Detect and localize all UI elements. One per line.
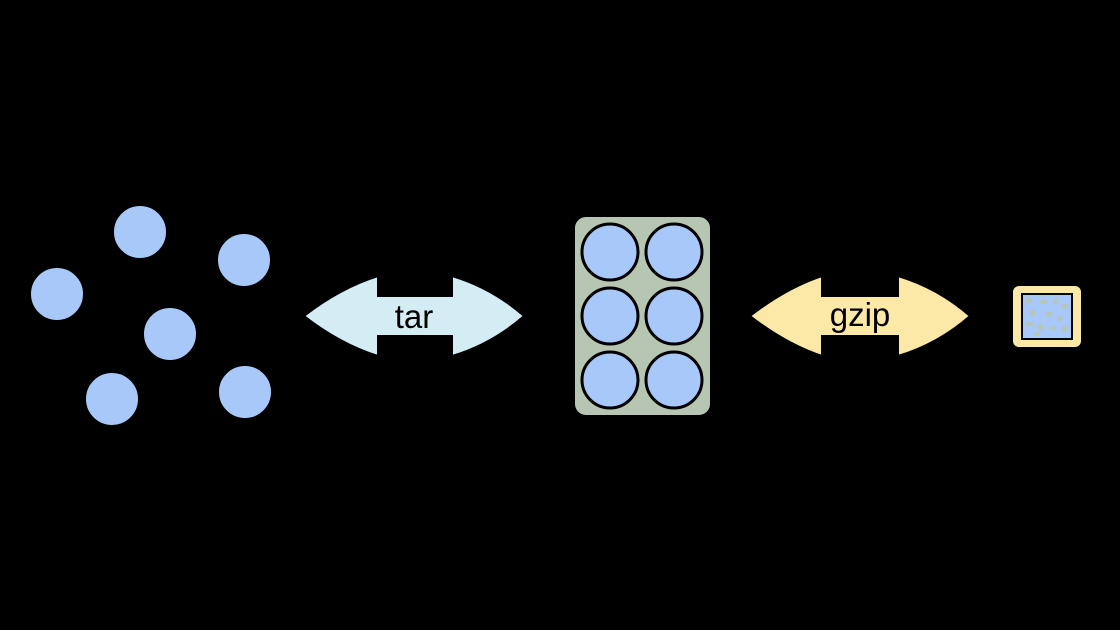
tar-arrow-label: tar — [395, 298, 434, 335]
gzip-arrow: gzip — [748, 274, 972, 358]
compressed-archive — [1011, 284, 1083, 349]
loose-file — [217, 364, 273, 420]
compressed-noise-pattern — [1026, 298, 1068, 336]
tar-arrow: tar — [302, 274, 526, 358]
gzip-arrow-shape — [748, 274, 972, 358]
gzip-arrow-label: gzip — [830, 296, 891, 333]
tarball-file — [580, 286, 640, 346]
tarball — [573, 215, 712, 417]
tarball-file — [644, 350, 704, 410]
tarball-file — [644, 222, 704, 282]
tar-arrow-shape — [302, 274, 526, 358]
loose-files-group — [29, 204, 273, 427]
tarball-file — [580, 222, 640, 282]
loose-file — [84, 371, 140, 427]
loose-file — [216, 232, 272, 288]
tarball-file — [580, 350, 640, 410]
loose-file — [112, 204, 168, 260]
tarball-file — [644, 286, 704, 346]
loose-file — [29, 266, 85, 322]
loose-file — [142, 306, 198, 362]
